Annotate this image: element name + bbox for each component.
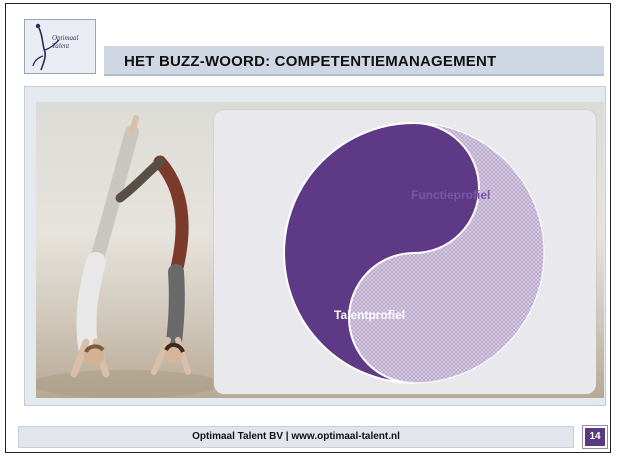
talentprofiel-shape [283, 121, 480, 384]
functieprofiel-label: Functieprofiel [411, 188, 491, 202]
company-logo: Optimaal Talent [24, 19, 96, 74]
acrobats-illustration [36, 115, 216, 398]
profile-diagram: Functieprofiel Talentprofiel [214, 110, 596, 394]
talentprofiel-label: Talentprofiel [334, 308, 406, 322]
page-number-badge: 14 [582, 425, 608, 449]
logo-line-1: Optimaal [52, 34, 79, 42]
dancer-icon [32, 23, 60, 71]
footer-bar: Optimaal Talent BV | www.optimaal-talent… [18, 426, 574, 448]
yin-yang-diagram [283, 121, 545, 384]
title-bar: HET BUZZ-WOORD: COMPETENTIEMANAGEMENT [104, 46, 604, 76]
slide: Optimaal Talent HET BUZZ-WOORD: COMPETEN… [5, 3, 611, 453]
logo-line-2: Talent [52, 42, 70, 50]
logo-text: Optimaal Talent [52, 34, 78, 50]
footer-text: Optimaal Talent BV | www.optimaal-talent… [192, 431, 400, 442]
slide-title: HET BUZZ-WOORD: COMPETENTIEMANAGEMENT [124, 53, 497, 70]
